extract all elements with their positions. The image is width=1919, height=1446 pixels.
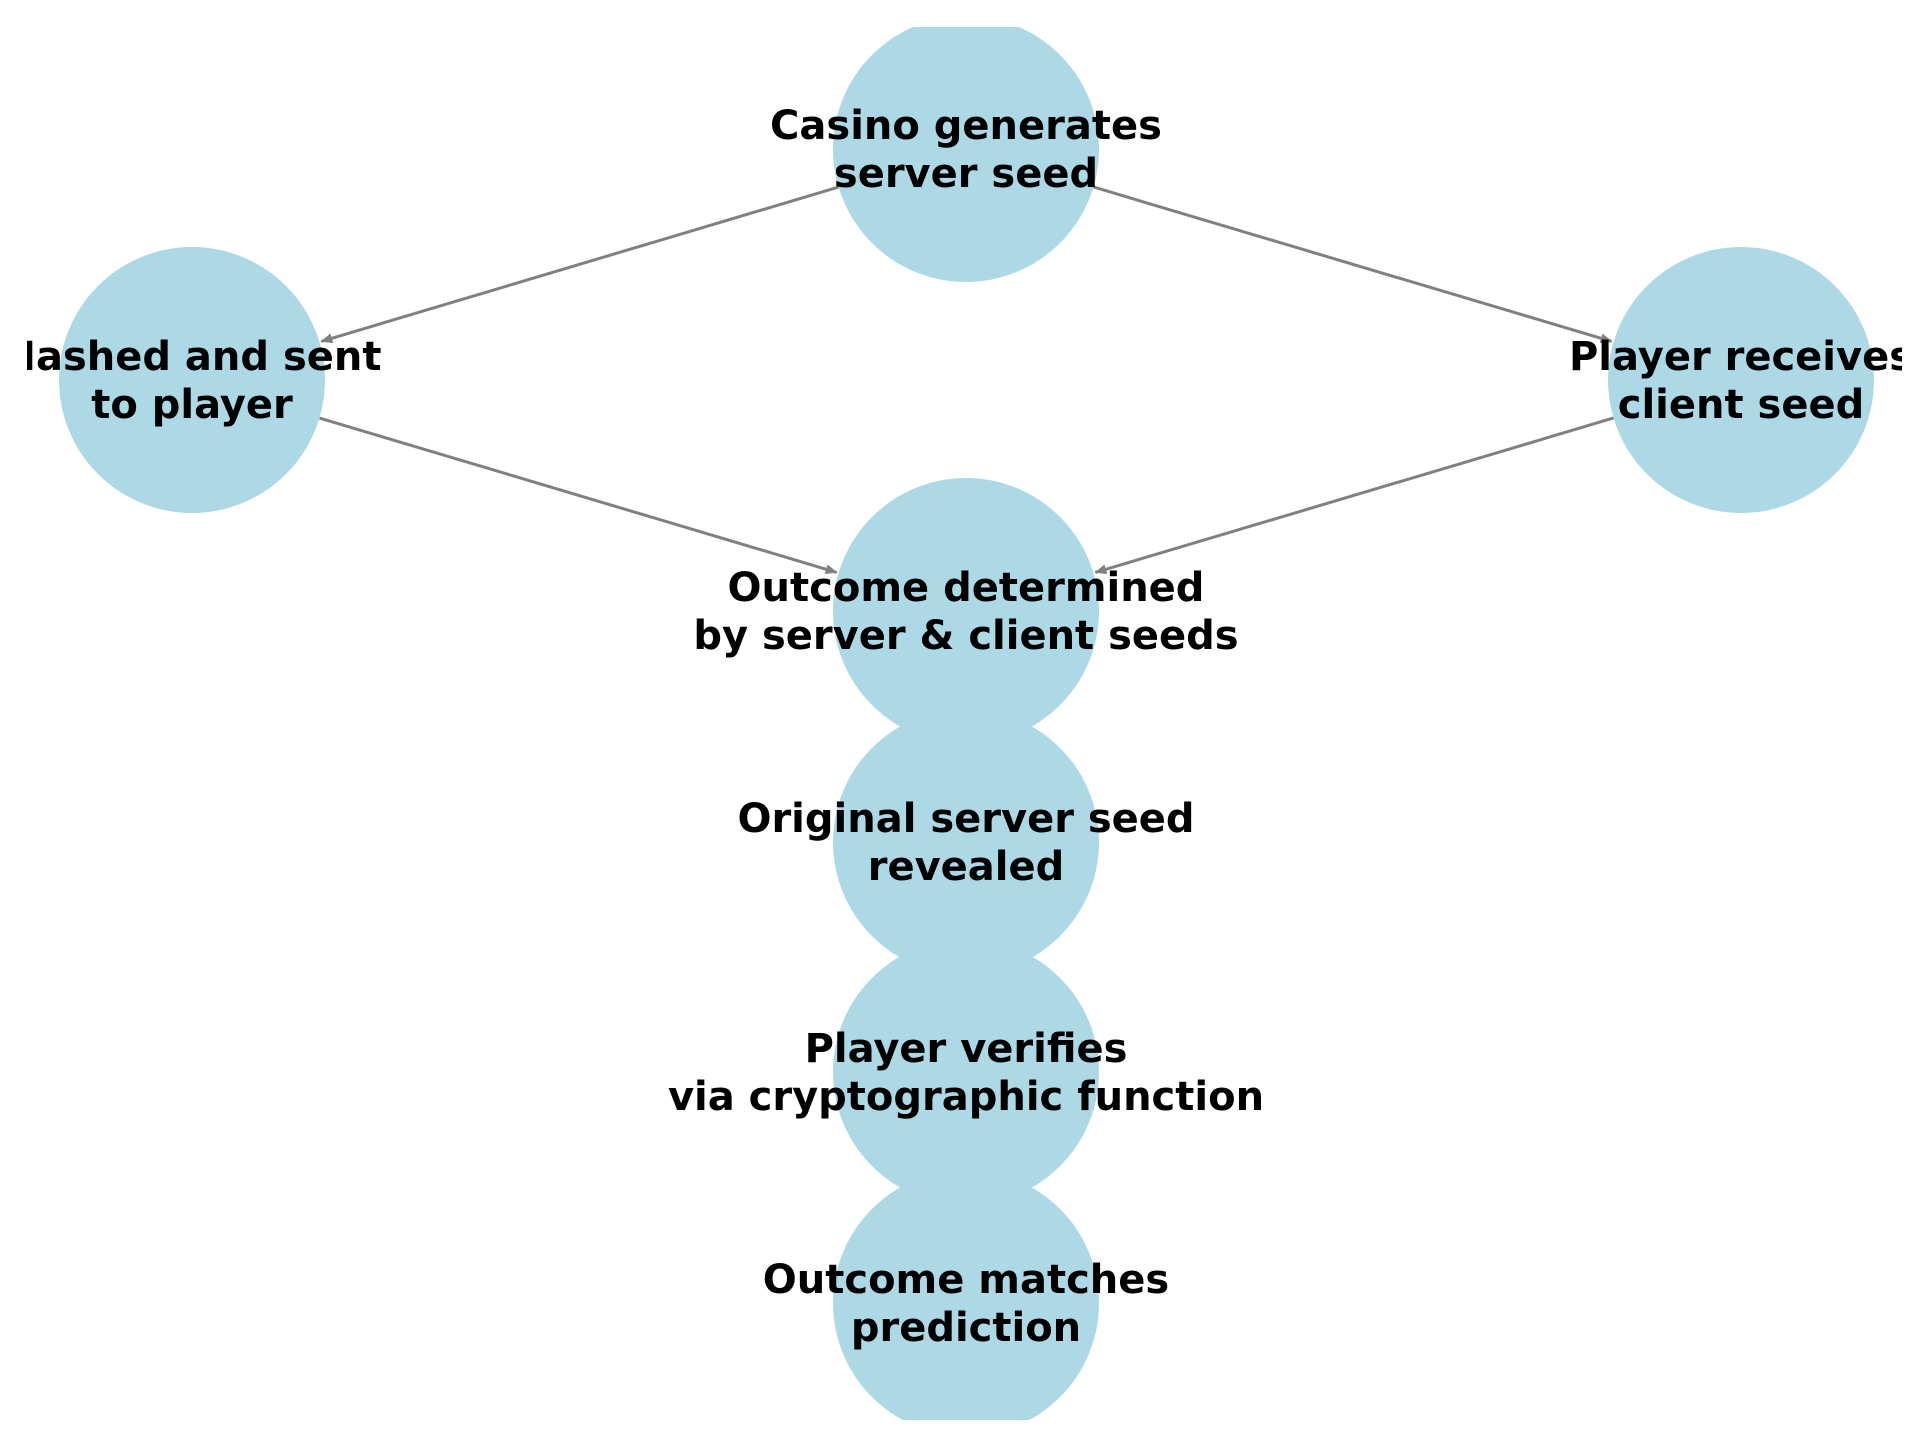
node-label-line: Casino generates [770, 103, 1162, 149]
node-label-line: prediction [851, 1305, 1081, 1351]
edge-casino-to-client [1093, 185, 1613, 344]
node-label-line: Hashed and sent [2, 334, 381, 380]
node-circle-client [1608, 247, 1874, 513]
node-circle-outcome [833, 478, 1099, 744]
node-label-line: by server & client seeds [693, 613, 1238, 659]
node-label-line: Player verifies [805, 1026, 1128, 1072]
node-circle-revealed [833, 709, 1099, 975]
node-circle-casino [833, 27, 1099, 282]
edge-casino-to-hashed [320, 185, 839, 344]
node-circle-hashed [59, 247, 325, 513]
node-label-line: to player [91, 382, 293, 428]
node-label-line: Original server seed [737, 796, 1194, 842]
edge-client-to-outcome [1094, 416, 1614, 575]
node-label-line: Player receives [1569, 334, 1913, 380]
edge-hashed-to-outcome [319, 416, 838, 575]
node-label-line: Outcome determined [728, 565, 1205, 611]
node-circle-matches [833, 1170, 1099, 1420]
node-label-line: revealed [868, 844, 1065, 890]
node-label-line: client seed [1618, 382, 1864, 428]
node-label-line: Outcome matches [763, 1257, 1169, 1303]
edge-layer [319, 185, 1614, 575]
node-label-line: via cryptographic function [668, 1074, 1264, 1120]
node-label-line: server seed [834, 151, 1098, 197]
node-circle-verifies [833, 939, 1099, 1205]
